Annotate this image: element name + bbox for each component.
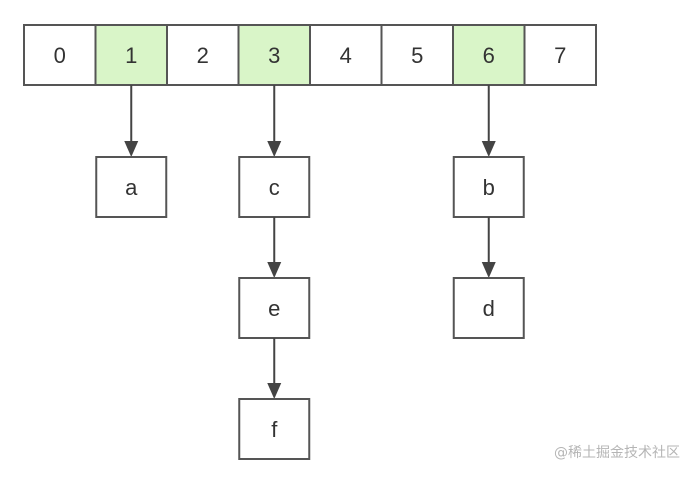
- chain-bucket-6: bd: [452, 85, 525, 339]
- node-label: c: [269, 175, 280, 200]
- node-label: f: [271, 417, 278, 442]
- node-a: a: [95, 156, 168, 218]
- node-box: [452, 156, 525, 218]
- chain-bucket-3: c e f: [238, 85, 311, 460]
- node-box: [95, 156, 168, 218]
- array-cell-box: [166, 24, 240, 86]
- arrow: [267, 338, 282, 399]
- node-label: a: [125, 175, 138, 200]
- array-cell-label: 2: [197, 43, 209, 68]
- array-cell-box: [523, 24, 597, 86]
- node-b: b: [452, 156, 525, 218]
- array-cell-label: 5: [411, 43, 423, 68]
- watermark: @稀土掘金技术社区: [554, 445, 680, 461]
- arrow: [267, 85, 282, 157]
- array-cell-3: 3: [237, 24, 311, 86]
- array-cell-label: 1: [125, 43, 137, 68]
- array-cell-5: 5: [380, 24, 454, 86]
- array-cell-1: 1: [94, 24, 168, 86]
- arrow: [481, 217, 496, 278]
- array-cell-4: 4: [309, 24, 383, 86]
- array-cell-box: [23, 24, 97, 86]
- node-box: [452, 277, 525, 339]
- array-cell-box: [380, 24, 454, 86]
- node-d: d: [452, 277, 525, 339]
- node-c: c: [238, 156, 311, 218]
- node-box: [238, 398, 311, 460]
- array-cell-label: 6: [483, 43, 495, 68]
- arrow: [267, 217, 282, 278]
- node-f: f: [238, 398, 311, 460]
- bucket-array: 0 1 2 3 4 5 6 7: [23, 24, 597, 86]
- array-cell-0: 0: [23, 24, 97, 86]
- array-cell-2: 2: [166, 24, 240, 86]
- array-cell-6: 6: [452, 24, 526, 86]
- array-cell-7: 7: [523, 24, 597, 86]
- node-label: d: [483, 296, 495, 321]
- array-cell-label: 3: [268, 43, 280, 68]
- arrow: [124, 85, 139, 157]
- node-label: b: [483, 175, 495, 200]
- arrow: [481, 85, 496, 157]
- node-e: e: [238, 277, 311, 339]
- array-cell-label: 7: [554, 43, 566, 68]
- array-cell-box: [309, 24, 383, 86]
- array-cell-label: 4: [340, 43, 352, 68]
- array-cell-label: 0: [54, 43, 66, 68]
- array-cell-box: [94, 24, 168, 86]
- chain-bucket-1: a: [95, 85, 168, 218]
- node-label: e: [268, 296, 280, 321]
